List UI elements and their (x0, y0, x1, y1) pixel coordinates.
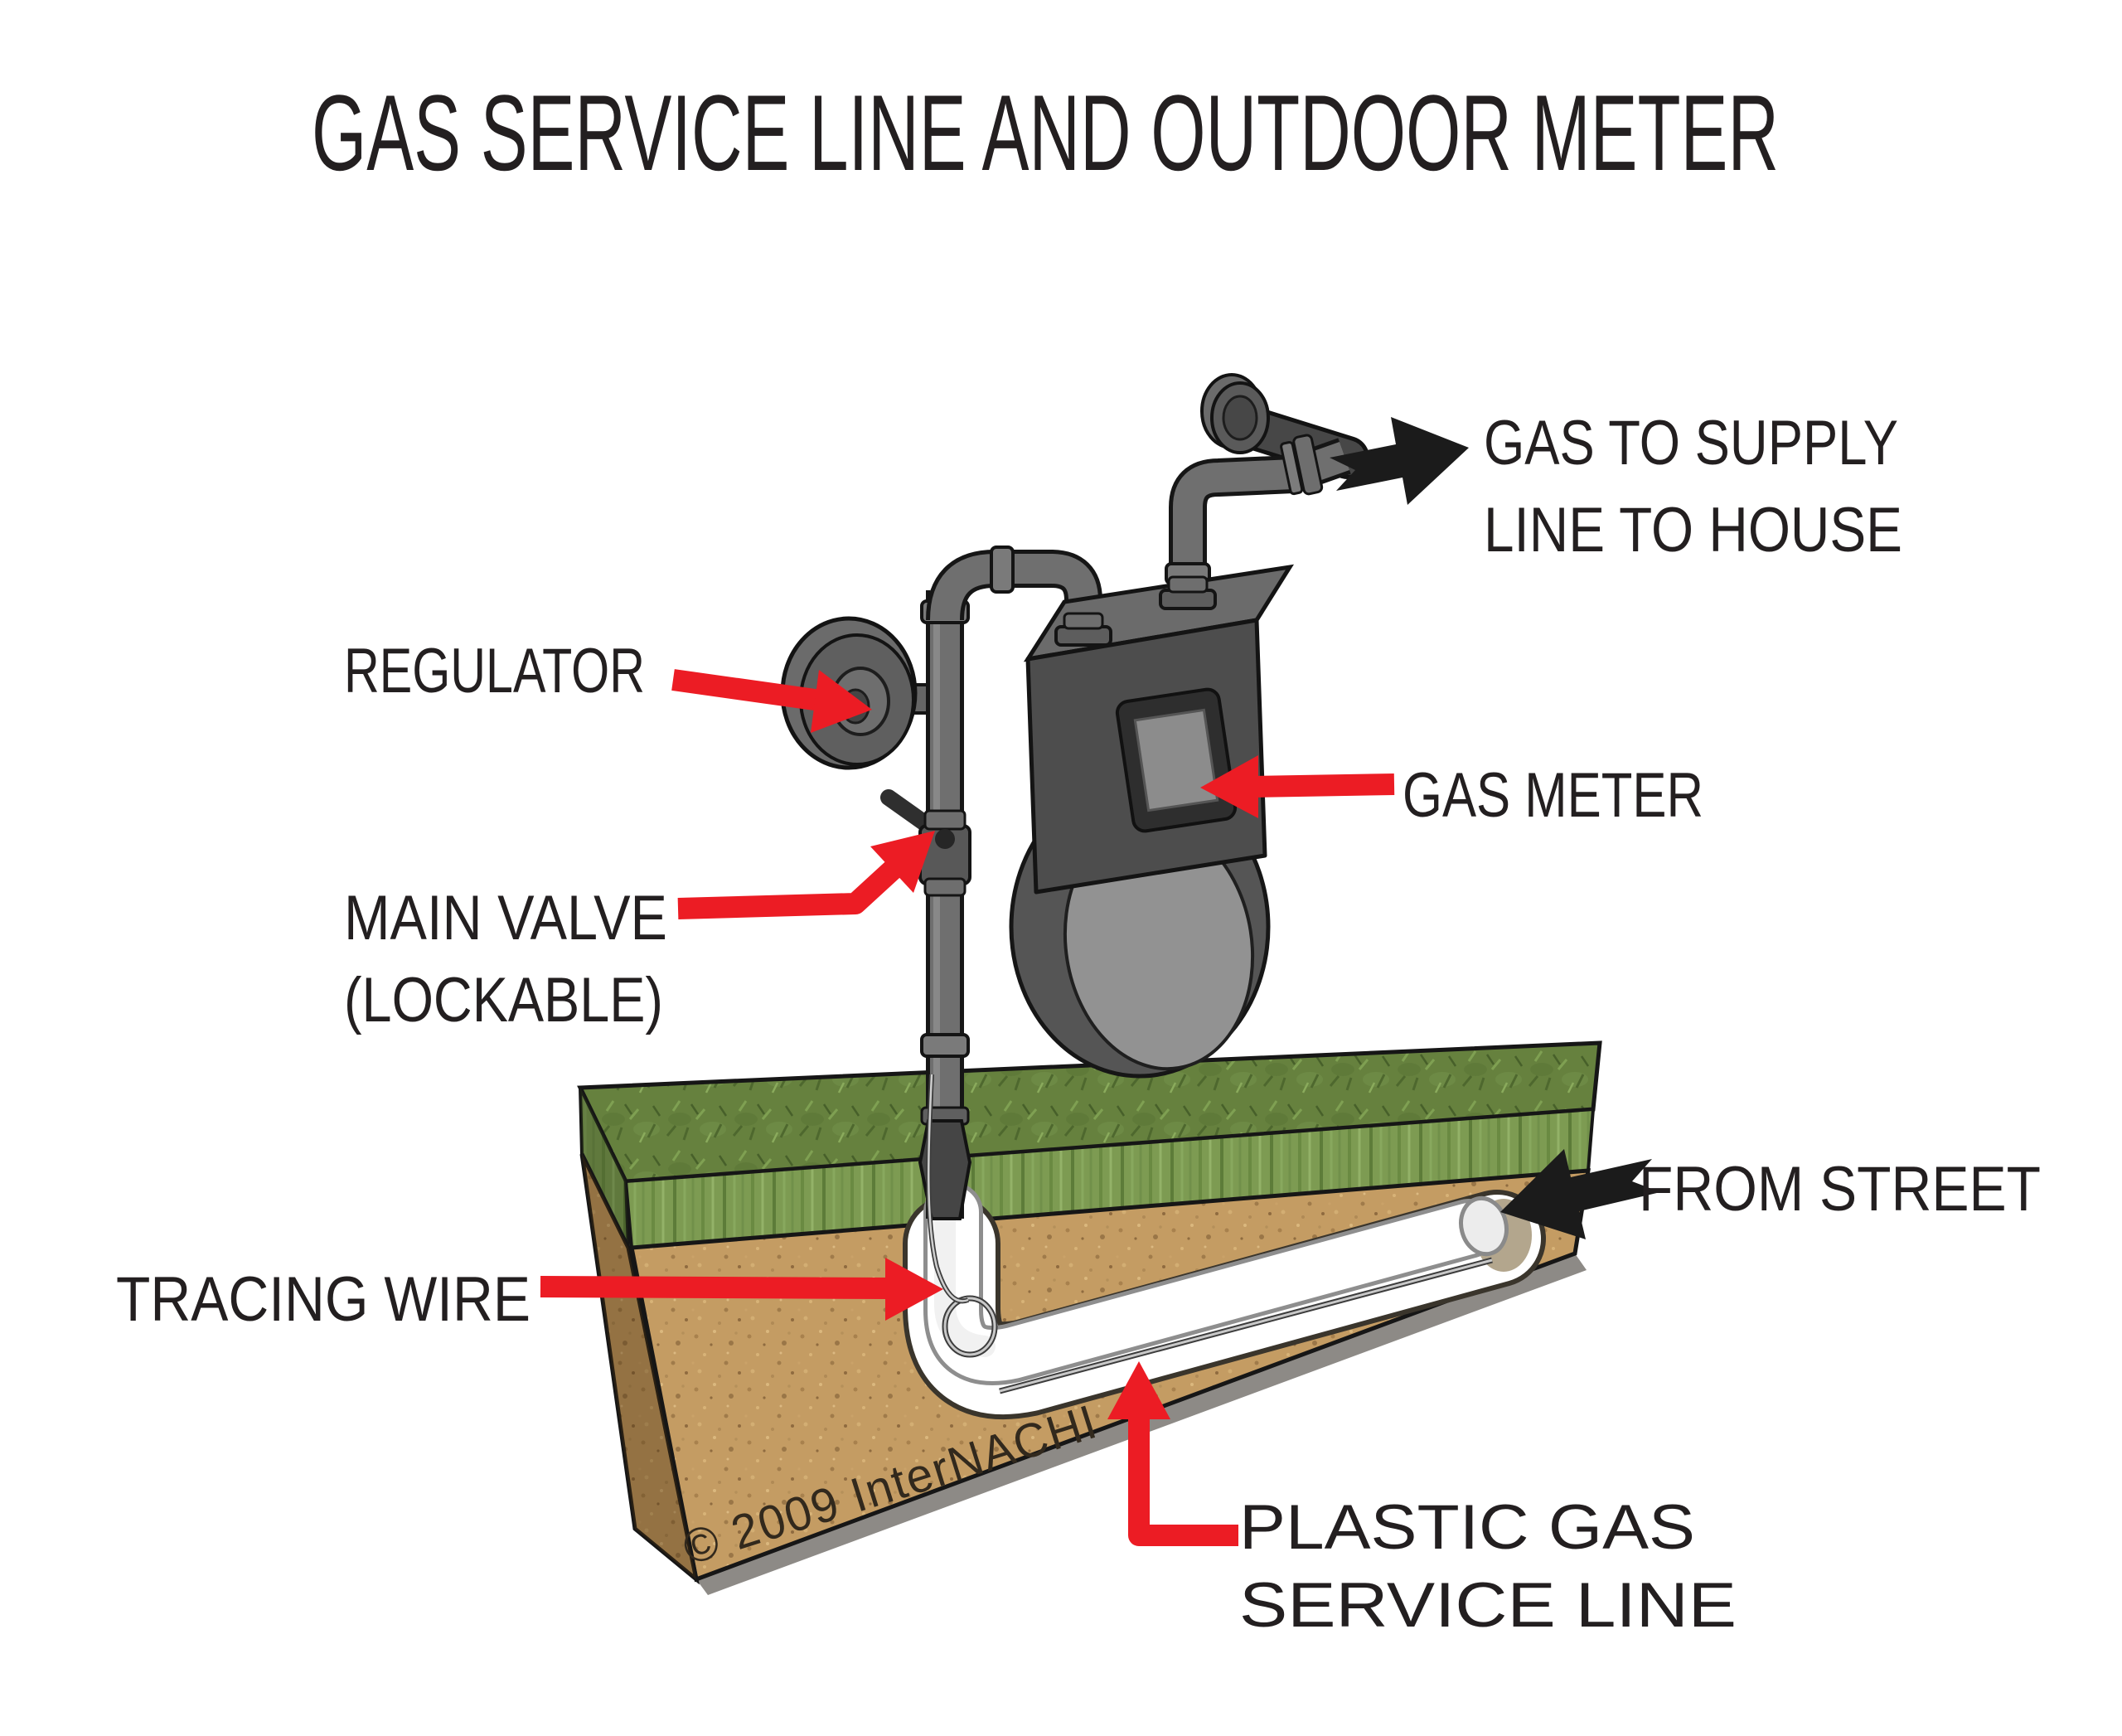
main-valve-arrow-head (870, 831, 935, 893)
wall-flange-hub (1222, 395, 1258, 441)
grass-left-shade (580, 1088, 628, 1248)
tracing-wire-run (999, 1258, 1493, 1393)
from-street-arrow (1500, 1149, 1660, 1239)
valve-bottom-nut (923, 877, 967, 897)
tracing-wire-arrow-head (885, 1258, 943, 1321)
inlet-collar (990, 546, 1015, 594)
valve-nut (935, 829, 955, 849)
regulator-arrow-head (811, 670, 872, 733)
regulator-arrow-shaft (671, 669, 822, 711)
meter-display (1115, 687, 1238, 833)
gas-meter-arrow-head (1200, 755, 1258, 818)
union-coupling (1280, 434, 1324, 496)
gas-to-supply-arrow (1330, 417, 1469, 505)
label-gas-to-supply-line2: LINE TO HOUSE (1484, 495, 1902, 565)
valve-top-nut (923, 809, 967, 831)
label-plastic-line2: SERVICE LINE (1239, 1570, 1737, 1641)
meter-display-screen (1133, 708, 1219, 812)
right-port-collar (1167, 575, 1209, 594)
left-port-collar (1063, 612, 1104, 630)
label-plastic-line1: PLASTIC GAS (1239, 1492, 1695, 1563)
callout-arrows (540, 417, 1660, 1546)
regulator-arrow (671, 669, 872, 733)
gas-meter-arrow-shaft (1252, 773, 1395, 798)
tracing-wire-riser (928, 1074, 969, 1302)
label-gas-meter: GAS METER (1403, 760, 1703, 831)
tracing-wire-arrow-shaft (540, 1276, 889, 1299)
top-piping (926, 373, 1369, 633)
soil-left-shade (582, 1154, 696, 1579)
label-tracing-wire: TRACING WIRE (116, 1264, 530, 1335)
label-main-valve-line1: MAIN VALVE (344, 883, 667, 953)
label-from-street: FROM STREET (1639, 1154, 2041, 1224)
anodeless-riser-fitting (918, 1119, 972, 1220)
pipe-end-cap (1459, 1195, 1509, 1257)
soil-left-face (579, 1152, 700, 1585)
union-ring-small (1280, 441, 1304, 496)
plastic-line-arrow-head (1107, 1361, 1170, 1419)
tracing-wire-loop (943, 1297, 996, 1356)
gas-meter-illustration (1009, 564, 1295, 1079)
plastic-line-arrow-shaft (1128, 1414, 1238, 1546)
label-main-valve-line2: (LOCKABLE) (344, 965, 663, 1035)
label-gas-to-supply-line1: GAS TO SUPPLY (1484, 408, 1898, 478)
plastic-gas-service-line (923, 1182, 1509, 1394)
gas-meter-arrow (1200, 755, 1395, 818)
tracing-wire-arrow (540, 1258, 943, 1321)
plastic-line-arrow (1107, 1361, 1238, 1546)
page-title: GAS SERVICE LINE AND OUTDOOR METER (312, 72, 1779, 193)
riser-collar-low (920, 1033, 970, 1058)
union-ring-large (1292, 434, 1324, 496)
main-valve-arrow-shaft (677, 859, 903, 919)
main-valve-arrow (677, 831, 935, 919)
meter-outlet-run (1173, 442, 1350, 615)
labels: GAS SERVICE LINE AND OUTDOOR METER GAS T… (116, 72, 2041, 1641)
white-pipe-highlight (934, 1205, 996, 1357)
label-regulator: REGULATOR (344, 636, 645, 706)
